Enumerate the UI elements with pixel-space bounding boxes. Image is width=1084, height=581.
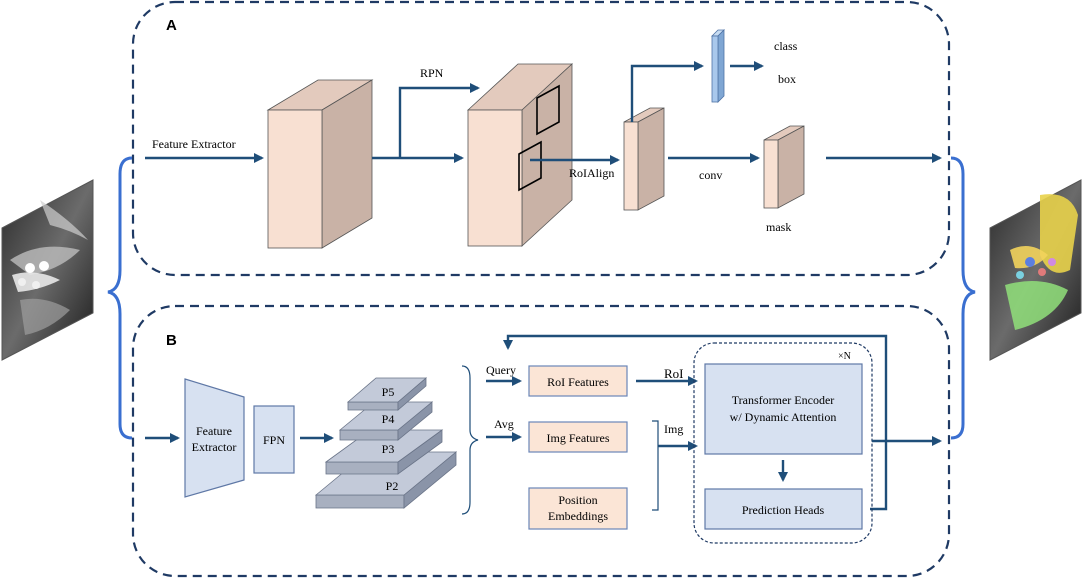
feature-extractor-label: Feature Extractor <box>152 137 236 151</box>
arrow-roi-to-fc <box>630 61 704 122</box>
panel-b-label: B <box>166 332 177 349</box>
panel-b-border <box>131 304 951 578</box>
repeat-label: ×N <box>838 351 851 362</box>
rpn-arrow <box>398 83 480 158</box>
input-ct-scan-image <box>1 179 94 361</box>
fpn-box <box>253 405 295 474</box>
transformer-encoder-box <box>704 363 863 455</box>
img-features-box <box>528 421 628 453</box>
feature-extractor-trapezoid <box>184 378 245 498</box>
pyramid-brace <box>461 365 479 515</box>
pyramid-label-p5: P5 <box>382 385 395 399</box>
img-features-label: Img Features <box>547 431 610 445</box>
output-ct-scan-image <box>989 179 1082 361</box>
transformer-encoder-line1: Transformer Encoder <box>732 393 835 407</box>
pyramid-label-p3: P3 <box>382 442 395 456</box>
class-label: class <box>774 39 798 53</box>
img-label: Img <box>664 422 683 436</box>
position-embeddings-line2: Embeddings <box>548 509 608 523</box>
position-embeddings-box <box>528 487 628 530</box>
prediction-heads-box <box>704 488 863 530</box>
roi-features-box <box>528 365 628 397</box>
feedback-loop-arrow <box>503 334 888 511</box>
fpn-label: FPN <box>263 433 285 447</box>
rpn-label: RPN <box>420 66 444 80</box>
panel-a-label: A <box>166 17 177 34</box>
mask-cube <box>763 125 805 209</box>
proposal-cube <box>466 63 574 247</box>
transformer-encoder-line2: w/ Dynamic Attention <box>730 410 837 424</box>
roialign-label: RoIAlign <box>569 166 614 180</box>
conv-label: conv <box>699 168 722 182</box>
prediction-heads-label: Prediction Heads <box>742 503 825 517</box>
pyramid-label-p2: P2 <box>386 479 399 493</box>
box-label: box <box>778 72 796 86</box>
query-label: Query <box>486 363 516 377</box>
feature-extractor-b-line1: Feature <box>196 424 232 438</box>
position-embeddings-line1: Position <box>558 493 597 507</box>
feature-map-cube <box>266 79 374 249</box>
pyramid-layer-p3 <box>324 429 444 475</box>
pyramid-layer-p4 <box>338 401 434 441</box>
roi-label: RoI <box>664 366 684 381</box>
img-bracket <box>652 420 659 511</box>
right-brace <box>950 156 976 440</box>
left-brace <box>107 156 133 440</box>
pyramid-label-p4: P4 <box>382 412 395 426</box>
roi-features-label: RoI Features <box>547 375 609 389</box>
panel-a-border <box>131 0 951 277</box>
roi-feature-cube <box>623 107 665 211</box>
mask-label: mask <box>766 220 791 234</box>
fc-bar <box>711 29 725 103</box>
feature-extractor-b-line2: Extractor <box>192 440 237 454</box>
pyramid-layer-p5 <box>346 377 428 411</box>
avg-label: Avg <box>494 417 514 431</box>
